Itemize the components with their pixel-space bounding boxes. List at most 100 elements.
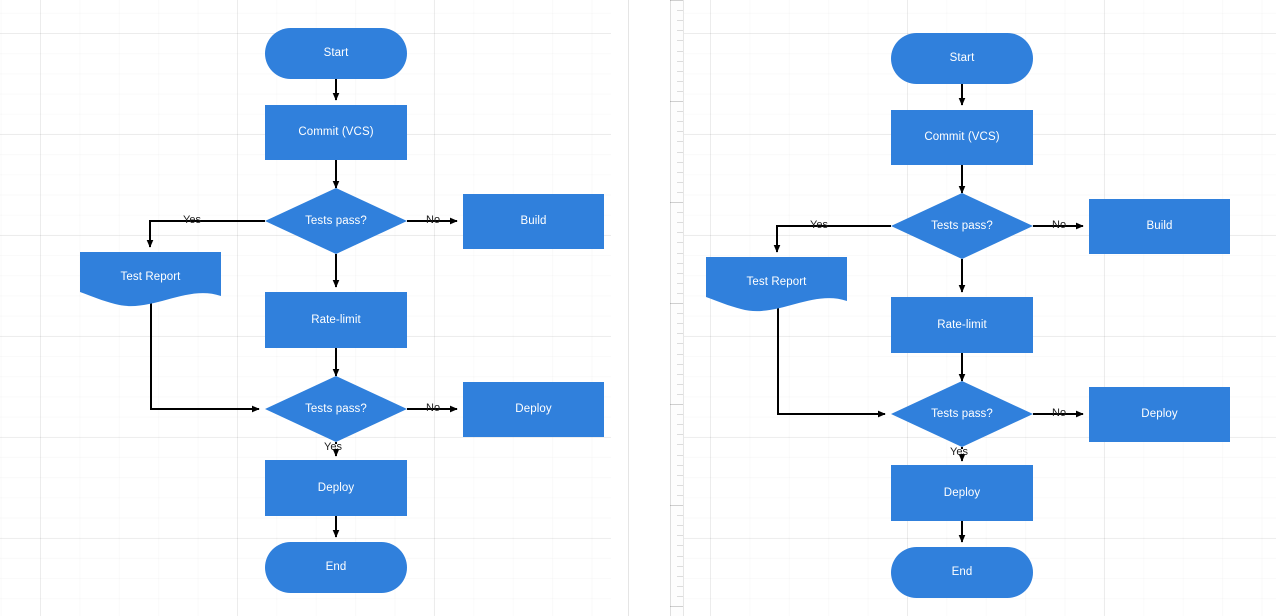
ruler-tick <box>677 595 683 597</box>
document-shape <box>80 252 221 307</box>
ruler-tick <box>677 10 683 12</box>
edge-label-no-1: No <box>426 214 441 226</box>
node-label: End <box>951 566 973 579</box>
ruler-tick <box>677 141 683 143</box>
right-diagram: Start Commit (VCS) Tests pass? Build Tes… <box>670 0 1276 616</box>
node-label: Commit (VCS) <box>924 131 1000 144</box>
node-commit-vcs[interactable]: Commit (VCS) <box>265 105 407 160</box>
ruler-tick <box>677 282 683 284</box>
ruler-tick <box>677 393 683 395</box>
node-rate-limit[interactable]: Rate-limit <box>265 292 407 348</box>
ruler-tick <box>677 565 683 567</box>
document-shape <box>706 257 847 312</box>
ruler-tick <box>677 40 683 42</box>
decision-shape <box>891 193 1033 259</box>
node-test-report[interactable]: Test Report <box>80 252 221 302</box>
node-label: Build <box>1146 220 1173 233</box>
ruler-tick <box>677 353 683 355</box>
node-label: Rate-limit <box>937 318 987 331</box>
ruler-tick <box>677 111 683 113</box>
node-label: Tests pass? <box>305 402 367 415</box>
ruler-tick <box>677 30 683 32</box>
ruler-tick <box>670 303 683 304</box>
ruler-tick <box>670 505 683 506</box>
ruler-tick <box>677 161 683 163</box>
ruler-tick <box>677 191 683 193</box>
node-label: Deploy <box>1141 408 1178 421</box>
edge-label-no-1: No <box>1052 219 1067 231</box>
left-connectors <box>80 79 458 538</box>
ruler-tick <box>677 262 683 264</box>
ruler-tick <box>677 171 683 173</box>
left-diagram: Start Commit (VCS) Tests pass? Build Tes… <box>0 0 611 616</box>
node-deploy-main[interactable]: Deploy <box>265 460 407 516</box>
ruler-tick <box>677 60 683 62</box>
node-rate-limit[interactable]: Rate-limit <box>891 297 1033 353</box>
node-end[interactable]: End <box>265 542 407 593</box>
node-label: Deploy <box>317 481 355 494</box>
ruler-tick <box>677 50 683 52</box>
ruler-edge <box>670 0 671 616</box>
ruler-tick <box>677 515 683 517</box>
ruler-tick <box>677 575 683 577</box>
node-label: End <box>325 561 347 574</box>
node-label: Tests pass? <box>931 219 993 232</box>
ruler-tick <box>677 444 683 446</box>
node-tests-pass-1[interactable]: Tests pass? <box>265 188 407 254</box>
ruler-tick <box>677 373 683 375</box>
node-test-report[interactable]: Test Report <box>706 257 847 307</box>
edge-label-yes-1: Yes <box>183 214 201 226</box>
ruler-tick <box>677 313 683 315</box>
decision-shape <box>265 376 407 442</box>
node-commit-vcs[interactable]: Commit (VCS) <box>891 110 1033 165</box>
node-tests-pass-2[interactable]: Tests pass? <box>265 376 407 442</box>
node-deploy-right[interactable]: Deploy <box>463 382 604 437</box>
ruler-tick <box>670 0 683 1</box>
ruler-tick <box>677 323 683 325</box>
ruler-tick <box>677 272 683 274</box>
right-canvas[interactable]: Start Commit (VCS) Tests pass? Build Tes… <box>670 0 1276 616</box>
ruler-tick <box>677 252 683 254</box>
ruler-tick <box>677 212 683 214</box>
node-label: Start <box>949 52 975 65</box>
ruler-tick <box>677 80 683 82</box>
node-start[interactable]: Start <box>265 28 407 79</box>
node-tests-pass-2[interactable]: Tests pass? <box>891 381 1033 447</box>
node-end[interactable]: End <box>891 547 1033 598</box>
node-deploy-main[interactable]: Deploy <box>891 465 1033 521</box>
ruler-tick <box>670 606 683 607</box>
node-build[interactable]: Build <box>463 194 604 249</box>
right-connectors <box>706 84 1084 543</box>
ruler-tick <box>677 151 683 153</box>
node-label: Start <box>323 47 349 60</box>
node-tests-pass-1[interactable]: Tests pass? <box>891 193 1033 259</box>
left-canvas[interactable]: Start Commit (VCS) Tests pass? Build Tes… <box>0 0 611 616</box>
node-build[interactable]: Build <box>1089 199 1230 254</box>
panel-divider <box>628 0 629 616</box>
edge-label-yes-1: Yes <box>810 219 828 231</box>
edge-label-no-2: No <box>426 402 441 414</box>
node-start[interactable]: Start <box>891 33 1033 84</box>
ruler-tick <box>677 131 683 133</box>
edge-label-yes-2: Yes <box>950 446 968 458</box>
ruler-tick <box>670 101 683 102</box>
ruler-tick <box>677 494 683 496</box>
ruler-tick <box>677 474 683 476</box>
ruler-tick <box>677 20 683 22</box>
panel-gutter <box>611 0 670 616</box>
ruler-tick <box>677 292 683 294</box>
ruler-tick <box>677 181 683 183</box>
vertical-ruler[interactable] <box>670 0 684 616</box>
ruler-tick <box>677 414 683 416</box>
ruler-tick <box>670 404 683 405</box>
ruler-tick <box>677 383 683 385</box>
node-label: Build <box>520 215 547 228</box>
ruler-tick <box>677 434 683 436</box>
node-deploy-right[interactable]: Deploy <box>1089 387 1230 442</box>
ruler-tick <box>677 121 683 123</box>
ruler-tick <box>677 424 683 426</box>
ruler-tick <box>670 202 683 203</box>
decision-shape <box>891 381 1033 447</box>
node-label: Deploy <box>515 403 552 416</box>
